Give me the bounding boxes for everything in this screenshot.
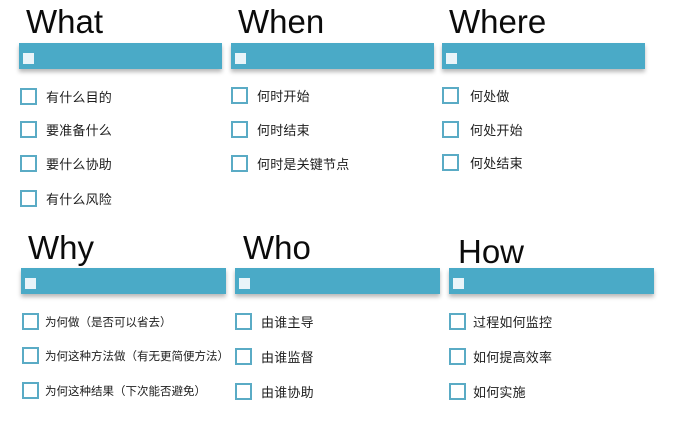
section-header-bar-who (235, 268, 440, 294)
item-label: 如何提高效率 (473, 351, 553, 366)
item-label: 如何实施 (473, 386, 526, 401)
item-label: 要什么协助 (46, 158, 113, 173)
checkbox[interactable] (20, 121, 37, 138)
section-title-who: Who (243, 229, 311, 266)
item-label: 有什么目的 (46, 91, 113, 106)
section-header-bar-where (442, 43, 645, 69)
item-label: 何处开始 (470, 124, 523, 139)
checkbox[interactable] (449, 383, 466, 400)
list-item[interactable]: 何时开始 (231, 86, 310, 105)
item-label: 为何做（是否可以省去） (45, 314, 172, 329)
list-item[interactable]: 何处结束 (442, 153, 523, 172)
list-item[interactable]: 过程如何监控 (449, 312, 552, 331)
checkbox[interactable] (442, 154, 459, 171)
list-item[interactable]: 如何提高效率 (449, 347, 552, 366)
header-checkbox-who[interactable] (239, 278, 250, 289)
checkbox[interactable] (20, 155, 37, 172)
item-label: 为何这种方法做（有无更简便方法） (45, 348, 229, 363)
header-checkbox-what[interactable] (23, 53, 34, 64)
section-header-bar-what (19, 43, 222, 69)
header-checkbox-when[interactable] (235, 53, 246, 64)
list-item[interactable]: 由谁主导 (235, 312, 314, 331)
list-item[interactable]: 由谁协助 (235, 382, 314, 401)
section-header-bar-how (449, 268, 654, 294)
item-label: 为何这种结果（下次能否避免） (45, 383, 206, 398)
item-label: 何时是关键节点 (257, 158, 350, 173)
list-item[interactable]: 要什么协助 (20, 154, 112, 173)
checkbox[interactable] (235, 313, 252, 330)
item-label: 由谁主导 (261, 316, 314, 331)
section-title-why: Why (28, 229, 94, 266)
list-item[interactable]: 有什么目的 (20, 87, 112, 106)
item-label: 有什么风险 (46, 193, 113, 208)
checkbox[interactable] (20, 190, 37, 207)
section-title-when: When (238, 3, 325, 40)
header-checkbox-where[interactable] (446, 53, 457, 64)
checkbox[interactable] (442, 121, 459, 138)
list-item[interactable]: 为何这种结果（下次能否避免） (22, 382, 206, 399)
header-checkbox-how[interactable] (453, 278, 464, 289)
checkbox[interactable] (231, 121, 248, 138)
list-item[interactable]: 有什么风险 (20, 189, 112, 208)
checkbox[interactable] (449, 313, 466, 330)
checkbox[interactable] (20, 88, 37, 105)
checkbox[interactable] (231, 87, 248, 104)
list-item[interactable]: 如何实施 (449, 382, 526, 401)
list-item[interactable]: 何时是关键节点 (231, 154, 349, 173)
checkbox[interactable] (235, 348, 252, 365)
item-label: 何时开始 (257, 90, 310, 105)
checkbox[interactable] (22, 382, 39, 399)
header-checkbox-why[interactable] (25, 278, 36, 289)
section-title-where: Where (449, 3, 547, 40)
list-item[interactable]: 为何做（是否可以省去） (22, 313, 172, 330)
item-label: 由谁协助 (261, 386, 314, 401)
list-item[interactable]: 要准备什么 (20, 120, 112, 139)
list-item[interactable]: 由谁监督 (235, 347, 314, 366)
section-title-what: What (26, 3, 104, 40)
checkbox[interactable] (442, 87, 459, 104)
item-label: 何时结束 (257, 124, 310, 139)
checkbox[interactable] (231, 155, 248, 172)
section-header-bar-when (231, 43, 434, 69)
list-item[interactable]: 为何这种方法做（有无更简便方法） (22, 347, 229, 364)
section-header-bar-why (21, 268, 226, 294)
item-label: 过程如何监控 (473, 316, 553, 331)
item-label: 何处做 (470, 90, 510, 105)
checkbox[interactable] (235, 383, 252, 400)
list-item[interactable]: 何处开始 (442, 120, 523, 139)
section-title-how: How (458, 233, 525, 270)
item-label: 何处结束 (470, 157, 523, 172)
checkbox[interactable] (22, 313, 39, 330)
checkbox[interactable] (449, 348, 466, 365)
list-item[interactable]: 何时结束 (231, 120, 310, 139)
item-label: 由谁监督 (261, 351, 314, 366)
list-item[interactable]: 何处做 (442, 86, 510, 105)
checkbox[interactable] (22, 347, 39, 364)
item-label: 要准备什么 (46, 124, 113, 139)
